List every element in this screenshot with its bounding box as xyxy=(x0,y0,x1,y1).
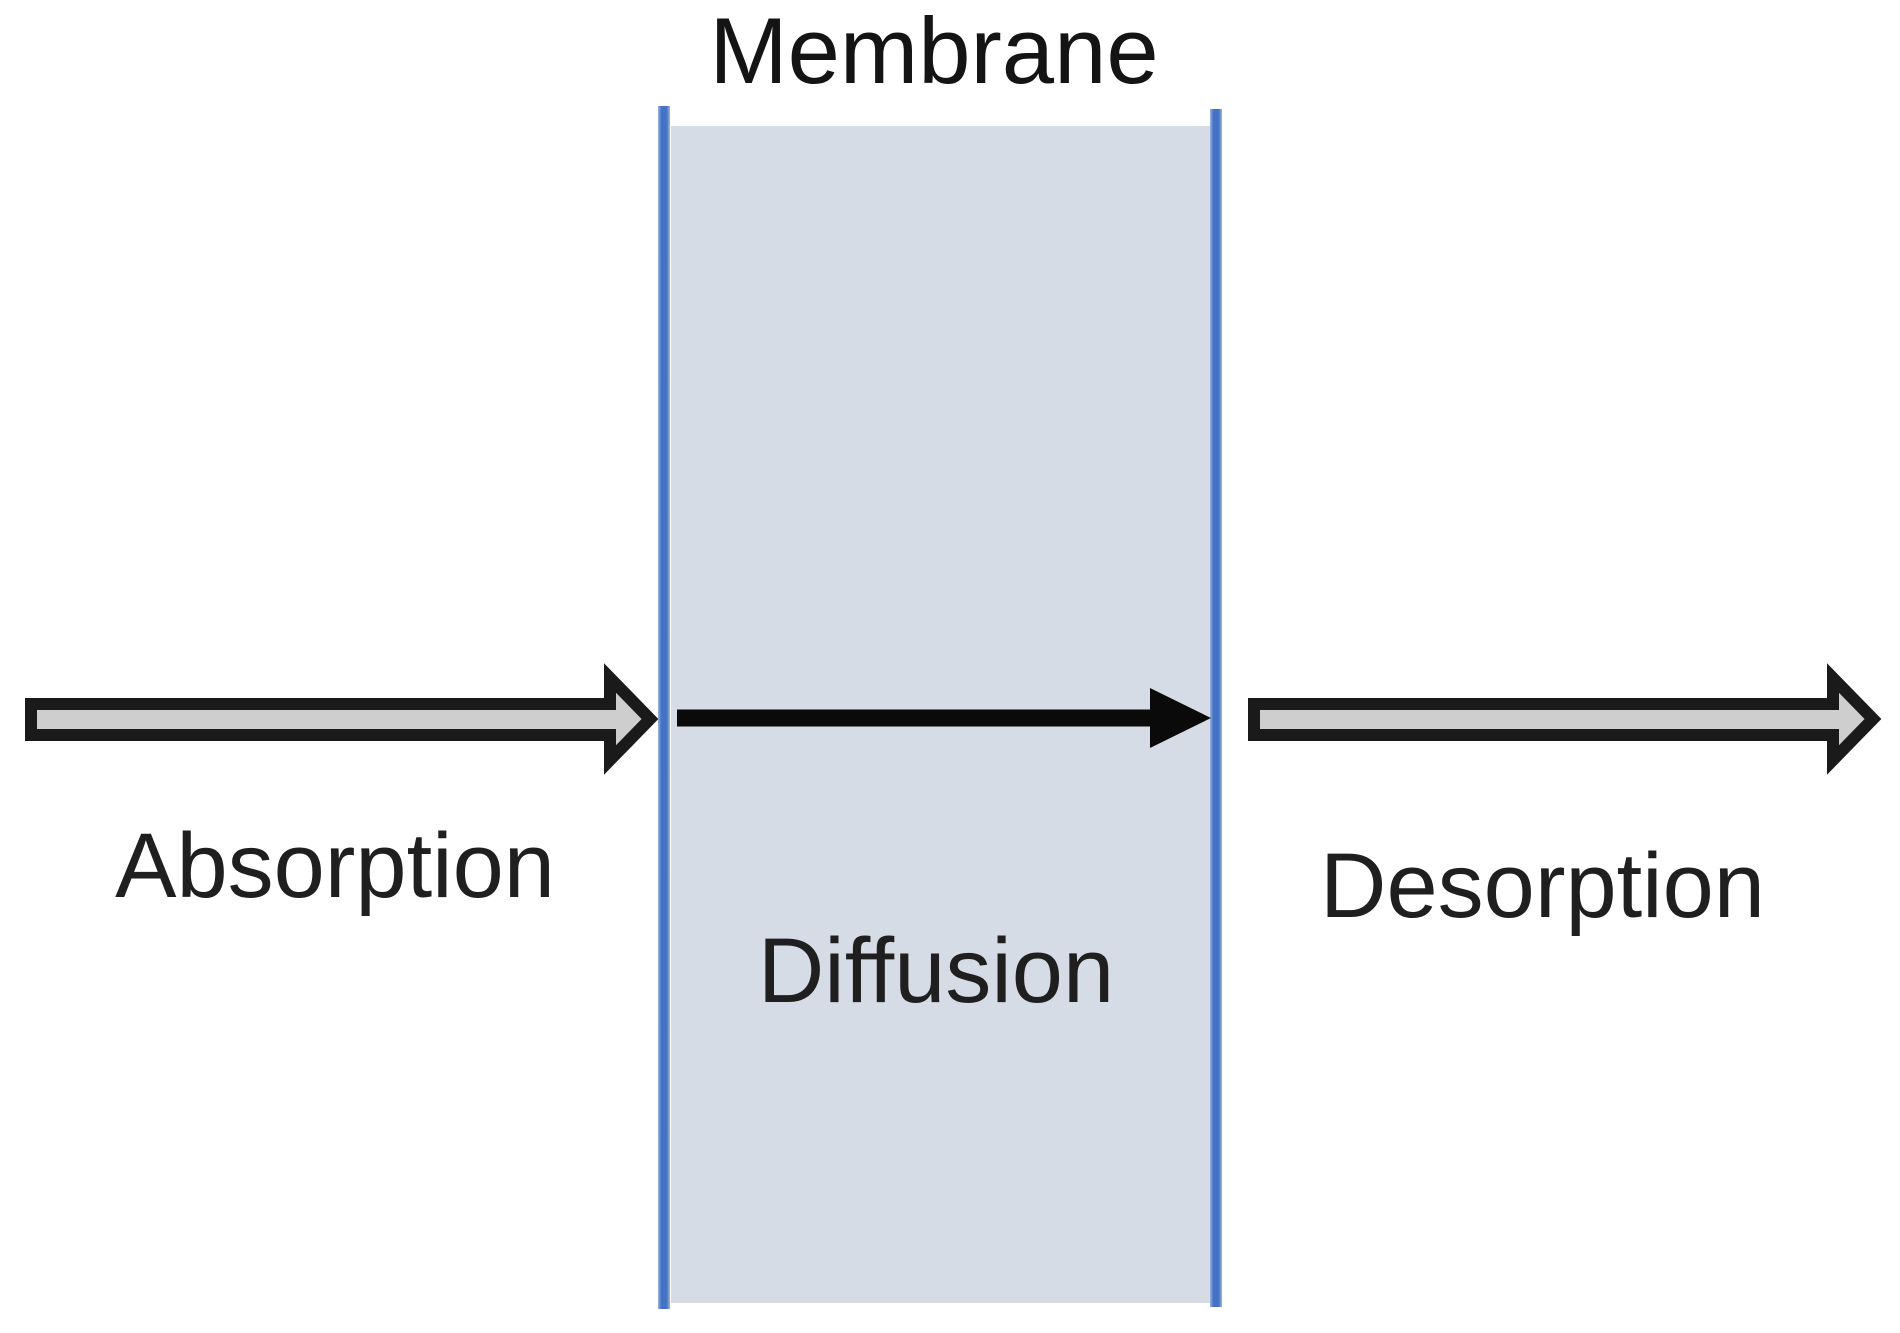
membrane-title: Membrane xyxy=(709,0,1159,103)
diffusion-label: Diffusion xyxy=(757,920,1115,1022)
membrane-left-boundary xyxy=(658,106,670,1309)
desorption-arrow xyxy=(1248,663,1882,775)
absorption-arrow xyxy=(25,663,659,775)
membrane-right-boundary xyxy=(1210,109,1222,1307)
absorption-label: Absorption xyxy=(115,815,555,917)
desorption-label: Desorption xyxy=(1320,835,1765,937)
diffusion-arrow-head xyxy=(1150,688,1211,748)
